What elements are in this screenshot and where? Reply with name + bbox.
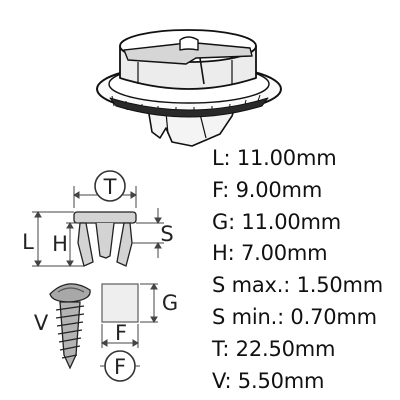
dim-label-F-bracket: F xyxy=(115,321,127,345)
dimension-F xyxy=(101,324,139,348)
dim-label-L: L xyxy=(22,230,34,254)
spec-V: V: 5.50mm xyxy=(212,368,325,393)
dim-label-G: G xyxy=(162,291,178,315)
spec-S-min: S min.: 0.70mm xyxy=(212,304,377,329)
clip-cross-section xyxy=(73,211,137,267)
spec-T: T: 22.50mm xyxy=(212,336,336,361)
spec-G: G: 11.00mm xyxy=(212,209,342,234)
spec-S-max: S max.: 1.50mm xyxy=(212,273,384,298)
screw-illustration xyxy=(49,283,91,370)
dimension-T xyxy=(73,186,137,208)
hole-shape xyxy=(101,283,139,323)
spec-H: H: 7.00mm xyxy=(212,241,328,266)
dim-label-F-circle: F xyxy=(114,355,126,379)
dimension-S xyxy=(132,208,164,258)
dimension-H xyxy=(66,222,80,267)
dimension-G xyxy=(140,283,158,323)
dim-label-V: V xyxy=(34,311,49,335)
clip-product-illustration xyxy=(96,29,282,147)
dim-label-H: H xyxy=(52,232,68,256)
dim-label-S: S xyxy=(160,222,173,246)
dim-label-T: T xyxy=(103,175,117,199)
label-circle-T xyxy=(94,170,126,202)
dimension-L xyxy=(32,211,84,267)
spec-F: F: 9.00mm xyxy=(212,177,323,202)
specification-list: L: 11.00mm F: 9.00mm G: 11.00mm H: 7.00m… xyxy=(212,143,383,397)
spec-L: L: 11.00mm xyxy=(212,146,337,170)
